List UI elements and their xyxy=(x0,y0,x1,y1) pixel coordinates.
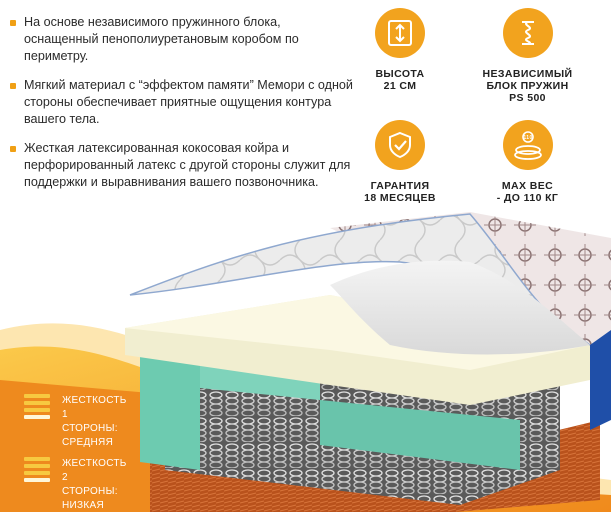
spring-icon xyxy=(502,8,553,58)
hardness-bar xyxy=(24,464,50,468)
memory-foam-layer xyxy=(125,295,590,405)
feature-label: БЛОК ПРУЖИН xyxy=(486,80,569,92)
hardness-bar xyxy=(24,394,50,398)
mattress-cover-floral xyxy=(330,212,611,345)
hardness-scale xyxy=(24,457,50,485)
feature-value: PS 500 xyxy=(509,92,546,104)
feature-height: ВЫСОТА 21 СМ xyxy=(350,8,450,92)
hardness-bar xyxy=(24,415,50,419)
description-text: Мягкий материал с “эффектом памяти” Мемо… xyxy=(24,78,353,126)
bullet-icon xyxy=(10,146,16,152)
height-icon xyxy=(375,8,425,58)
hardness-bar xyxy=(24,408,50,412)
cover-underside xyxy=(330,260,590,355)
description-text: Жесткая латексированная кокосовая койра … xyxy=(24,141,351,189)
weight-icon-text: 110 xyxy=(523,135,532,141)
bullet-icon xyxy=(10,83,16,89)
shield-check-icon xyxy=(375,120,425,170)
feature-springs: НЕЗАВИСИМЫЙ БЛОК ПРУЖИН PS 500 xyxy=(470,8,585,104)
hardness-value: НИЗКАЯ xyxy=(62,500,104,511)
foam-perimeter-front xyxy=(200,352,320,400)
feature-value: 18 МЕСЯЦЕВ xyxy=(364,192,436,204)
quilted-cover xyxy=(129,213,591,346)
foam-perimeter-left xyxy=(140,345,200,470)
hardness-side: 1 СТОРОНЫ: xyxy=(62,409,118,434)
description-text: На основе независимого пружинного блока,… xyxy=(24,15,299,63)
hardness-bar xyxy=(24,478,50,482)
hardness-value: СРЕДНЯЯ xyxy=(62,437,114,448)
description-item: Жесткая латексированная кокосовая койра … xyxy=(10,140,355,191)
feature-label: ВЫСОТА xyxy=(375,68,425,80)
foam-perimeter-mid xyxy=(320,400,520,470)
weight-icon: 110 xyxy=(502,120,553,170)
feature-label: MAX ВЕС xyxy=(501,180,554,192)
hardness-title: ЖЕСТКОСТЬ xyxy=(62,395,127,406)
description-item: Мягкий материал с “эффектом памяти” Мемо… xyxy=(10,77,355,128)
hardness-bar xyxy=(24,401,50,405)
feature-warranty: ГАРАНТИЯ 18 МЕСЯЦЕВ xyxy=(350,120,450,204)
feature-label: НЕЗАВИСИМЫЙ xyxy=(482,68,573,80)
feature-max-weight: 110 MAX ВЕС - ДО 110 КГ xyxy=(470,120,585,204)
hardness-side: 2 СТОРОНЫ: xyxy=(62,472,118,497)
hardness-title: ЖЕСТКОСТЬ xyxy=(62,458,127,469)
bullet-icon xyxy=(10,20,16,26)
hardness-scale xyxy=(24,394,50,422)
feature-value: - ДО 110 КГ xyxy=(496,192,559,204)
feature-value: 21 СМ xyxy=(383,80,417,92)
side-band xyxy=(590,320,611,430)
description-item: На основе независимого пружинного блока,… xyxy=(10,14,355,65)
hardness-bar xyxy=(24,457,50,461)
hardness-bar xyxy=(24,471,50,475)
feature-label: ГАРАНТИЯ xyxy=(370,180,430,192)
description-list: На основе независимого пружинного блока,… xyxy=(10,14,355,203)
coir-layer xyxy=(150,420,600,512)
spring-block xyxy=(165,360,560,505)
